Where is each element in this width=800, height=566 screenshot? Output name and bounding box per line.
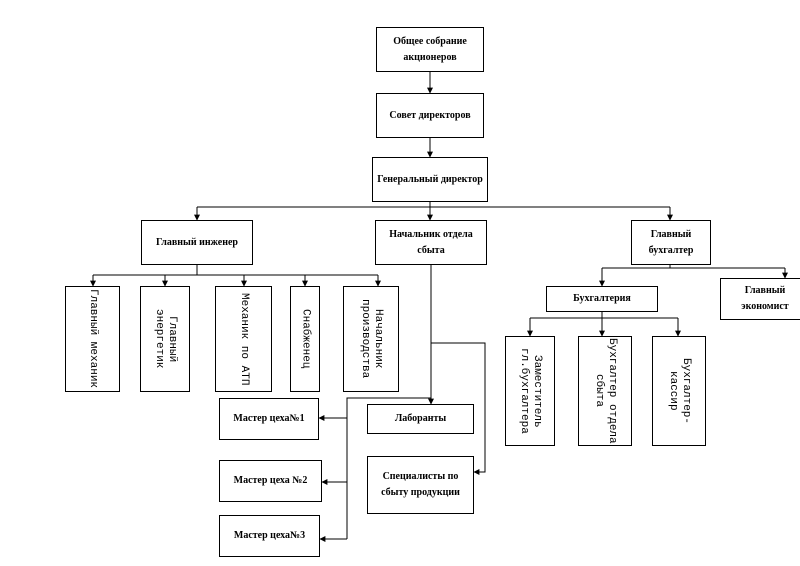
node-board: Совет директоров xyxy=(376,93,484,138)
node-supplier: Снабженец xyxy=(290,286,320,392)
node-deputy-accountant: Заместитель гл.бухгалтера xyxy=(505,336,555,446)
node-atp-mechanic: Механик по АТП xyxy=(215,286,272,392)
edge-sales-workshops-trunk xyxy=(346,397,431,539)
node-workshop2: Мастер цеха №2 xyxy=(219,460,322,502)
node-sales-specialists: Специалисты по сбыту продукции xyxy=(367,456,474,514)
node-cashier: Бухгалтер- кассир xyxy=(652,336,706,446)
node-accounting: Бухгалтерия xyxy=(546,286,658,312)
edge-engineer-bus xyxy=(93,265,378,276)
edge-sales-specialists xyxy=(431,342,486,475)
node-chief-power: Главный энергетик xyxy=(140,286,190,392)
node-chief-mechanic: Главный механик xyxy=(65,286,120,392)
edge-accountant-bus xyxy=(602,265,785,269)
node-workshop3: Мастер цеха№3 xyxy=(219,515,320,557)
node-workshop1: Мастер цеха№1 xyxy=(219,398,319,440)
node-lab: Лаборанты xyxy=(367,404,474,434)
edge-accounting-bus xyxy=(530,312,678,319)
node-sales-head: Начальник отдела сбыта xyxy=(375,220,487,265)
node-chief-economist: Главный экономист xyxy=(720,278,800,320)
edge-ceo-bus xyxy=(197,202,670,208)
node-shareholders: Общее собрание акционеров xyxy=(376,27,484,72)
node-chief-accountant: Главный бухгалтер xyxy=(631,220,711,265)
node-ceo: Генеральный директор xyxy=(372,157,488,202)
node-production-head: Начальник производства xyxy=(343,286,399,392)
node-chief-engineer: Главный инженер xyxy=(141,220,253,265)
node-dept-accountant: Бухгалтер отдела сбыта xyxy=(578,336,632,446)
